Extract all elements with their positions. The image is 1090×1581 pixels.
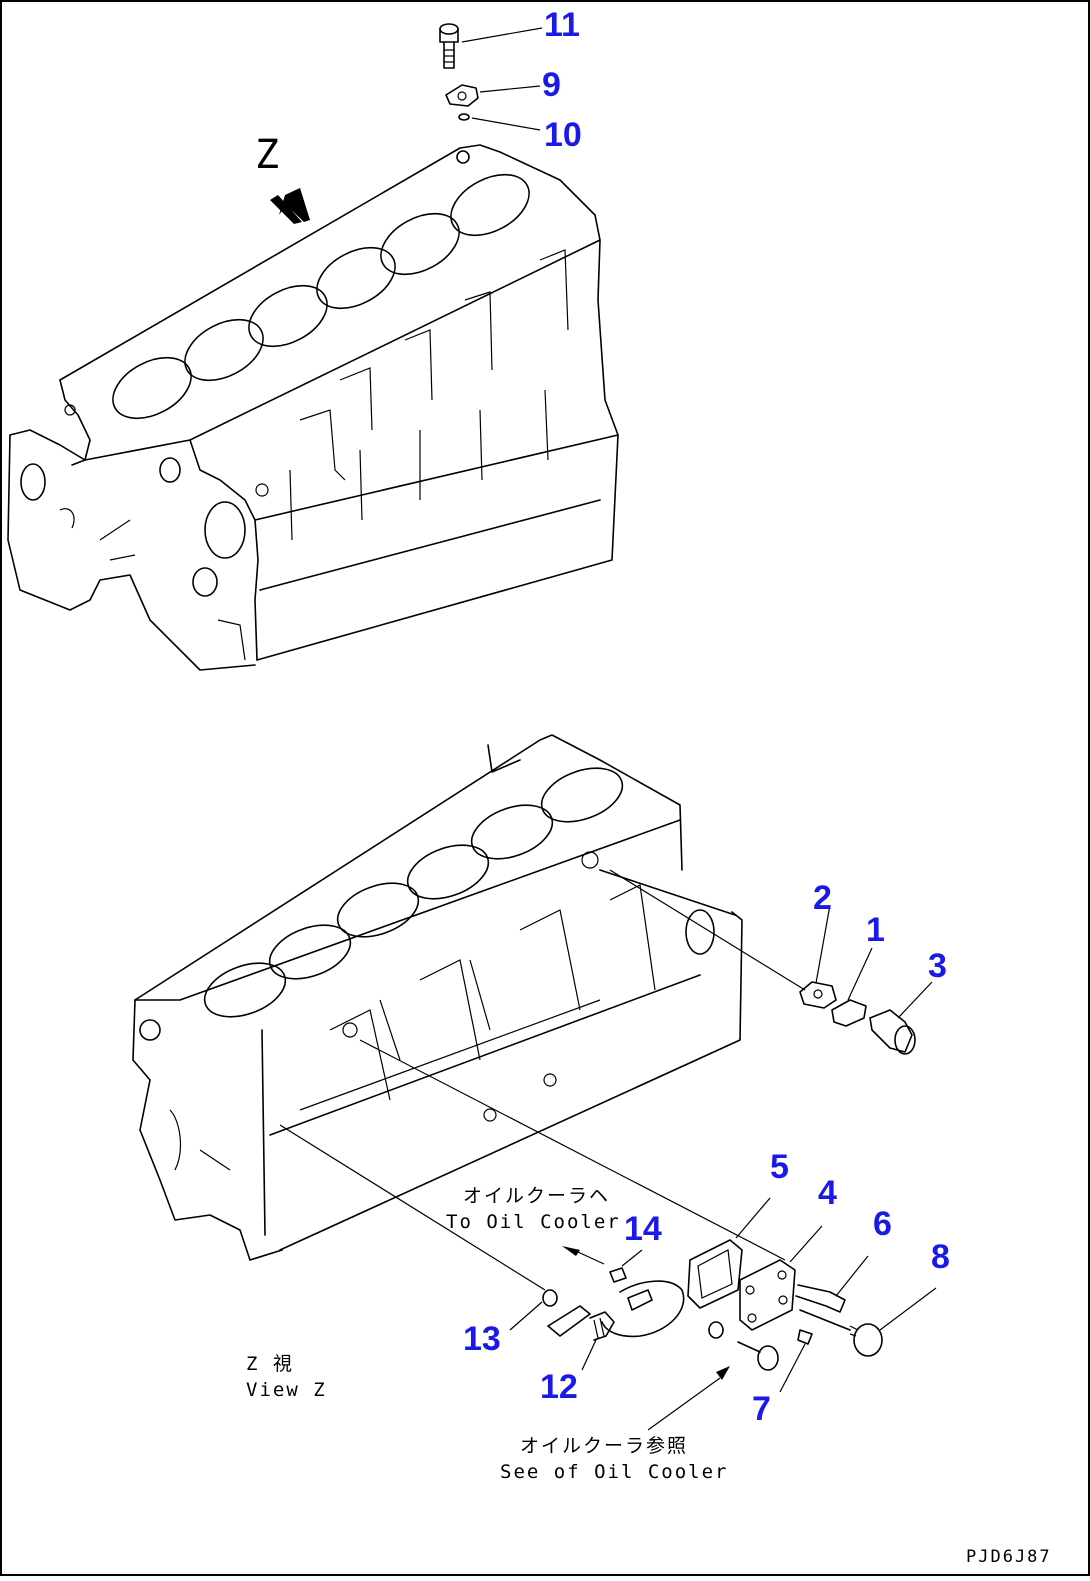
callout-9: 9 bbox=[542, 66, 561, 104]
callout-6: 6 bbox=[873, 1205, 892, 1243]
drawing-code: PJD6J87 bbox=[966, 1547, 1052, 1567]
upper-parts bbox=[439, 23, 543, 131]
callout-4: 4 bbox=[818, 1174, 837, 1212]
note-view-z-en: View Z bbox=[246, 1379, 327, 1401]
parts-group-1-2-3 bbox=[799, 904, 933, 1055]
callout-11: 11 bbox=[544, 6, 580, 44]
view-z-indicator: Z bbox=[255, 132, 310, 224]
see-oil-cooler-arrow-icon bbox=[716, 1366, 730, 1380]
callout-12: 12 bbox=[540, 1368, 578, 1406]
callout-5: 5 bbox=[770, 1148, 789, 1186]
to-oil-cooler-arrow-icon bbox=[562, 1246, 580, 1256]
view-z-letter: Z bbox=[255, 132, 279, 178]
note-to-oil-cooler-jp: オイルクーラヘ bbox=[463, 1185, 610, 1207]
upper-cylinder-block bbox=[7, 144, 619, 671]
callout-3: 3 bbox=[928, 947, 947, 985]
note-see-oil-cooler-jp: オイルクーラ参照 bbox=[520, 1435, 688, 1457]
callout-10: 10 bbox=[544, 116, 582, 154]
note-see-oil-cooler-en: See of Oil Cooler bbox=[500, 1461, 728, 1483]
callout-13: 13 bbox=[463, 1320, 501, 1358]
callout-numbers: 11 9 10 2 1 3 5 4 6 8 14 13 12 7 bbox=[463, 6, 950, 1428]
parts-group-4-8 bbox=[687, 1197, 937, 1393]
callout-14: 14 bbox=[624, 1210, 662, 1248]
annotation-notes: オイルクーラヘ To Oil Cooler オイルクーラ参照 See of Oi… bbox=[246, 1185, 1052, 1567]
parts-group-12-14 bbox=[509, 1246, 779, 1431]
callout-8: 8 bbox=[931, 1238, 950, 1276]
lower-cylinder-block bbox=[132, 734, 806, 1291]
callout-7: 7 bbox=[752, 1390, 771, 1428]
callout-1: 1 bbox=[866, 911, 885, 949]
callout-2: 2 bbox=[813, 879, 832, 917]
view-z-arrow-icon bbox=[279, 188, 310, 222]
note-to-oil-cooler-en: To Oil Cooler bbox=[446, 1211, 621, 1233]
note-view-z-jp: Z 視 bbox=[246, 1353, 294, 1375]
